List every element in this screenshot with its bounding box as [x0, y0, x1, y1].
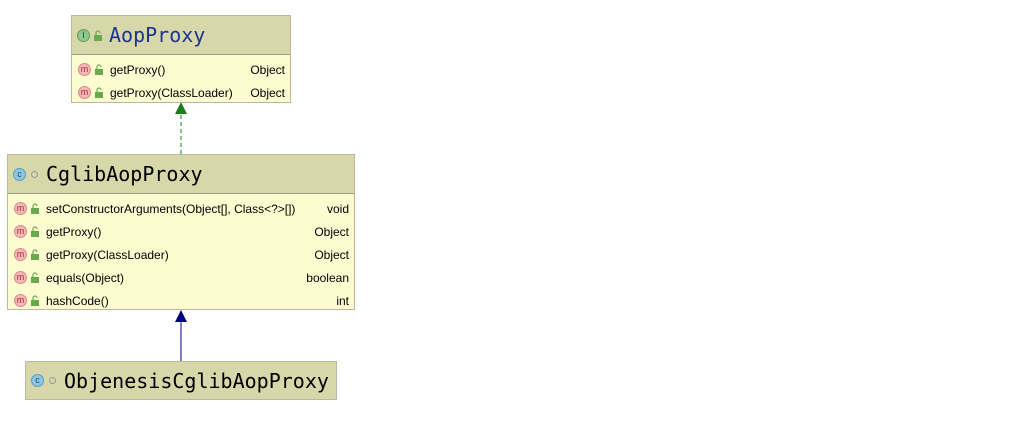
unlock-icon — [31, 226, 39, 237]
method-row[interactable]: m getProxy(ClassLoader) Object — [8, 243, 354, 266]
package-visibility-icon — [31, 170, 38, 178]
objenesis-cglib-aop-proxy-class-box[interactable]: c ObjenesisCglibAopProxy — [25, 361, 337, 400]
cglib-aop-proxy-methods: m setConstructorArguments(Object[], Clas… — [8, 193, 354, 315]
method-name: hashCode() — [46, 293, 109, 308]
method-name: getProxy(ClassLoader) — [110, 85, 233, 100]
method-row[interactable]: m getProxy(ClassLoader) Object — [72, 81, 290, 104]
method-return-type: boolean — [306, 270, 349, 285]
cglib-aop-proxy-header: c CglibAopProxy — [8, 155, 354, 193]
method-icon: m — [14, 248, 27, 261]
class-icon: c — [31, 374, 44, 387]
method-return-type: Object — [250, 85, 285, 100]
unlock-icon — [31, 249, 39, 260]
package-visibility-icon — [49, 377, 56, 384]
method-icon: m — [78, 63, 91, 76]
method-row[interactable]: m getProxy() Object — [72, 58, 290, 81]
method-return-type: Object — [314, 224, 349, 239]
method-return-type: void — [326, 201, 349, 216]
aop-proxy-methods: m getProxy() Object m getProxy(ClassLoad… — [72, 54, 290, 107]
method-row[interactable]: m equals(Object) boolean — [8, 266, 354, 289]
method-name: setConstructorArguments(Object[], Class<… — [46, 201, 296, 216]
method-name: equals(Object) — [46, 270, 125, 285]
unlock-icon — [31, 272, 39, 283]
method-icon: m — [14, 271, 27, 284]
method-name: getProxy(ClassLoader) — [46, 247, 169, 262]
method-name: getProxy() — [46, 224, 102, 239]
aop-proxy-interface-box[interactable]: I AopProxy m getProxy() Object m getProx… — [71, 15, 291, 103]
method-row[interactable]: m setConstructorArguments(Object[], Clas… — [8, 197, 354, 220]
unlock-icon — [94, 29, 102, 41]
class-icon: c — [13, 167, 26, 181]
method-icon: m — [14, 294, 27, 307]
method-name: getProxy() — [110, 62, 166, 77]
objenesis-cglib-aop-proxy-title: ObjenesisCglibAopProxy — [64, 368, 329, 393]
aop-proxy-header: I AopProxy — [72, 16, 290, 54]
extends-arrowhead — [175, 310, 187, 322]
aop-proxy-title: AopProxy — [109, 23, 206, 47]
objenesis-cglib-aop-proxy-header: c ObjenesisCglibAopProxy — [26, 362, 336, 399]
method-return-type: Object — [250, 62, 285, 77]
method-icon: m — [78, 86, 91, 99]
unlock-icon — [31, 203, 39, 214]
unlock-icon — [31, 295, 39, 306]
method-return-type: int — [336, 293, 349, 308]
cglib-aop-proxy-title: CglibAopProxy — [46, 162, 203, 186]
method-row[interactable]: m hashCode() int — [8, 289, 354, 312]
method-icon: m — [14, 225, 27, 238]
method-icon: m — [14, 202, 27, 215]
cglib-aop-proxy-class-box[interactable]: c CglibAopProxy m setConstructorArgument… — [7, 154, 355, 310]
interface-icon: I — [77, 28, 90, 42]
implements-arrowhead — [175, 102, 187, 114]
unlock-icon — [95, 87, 103, 98]
unlock-icon — [95, 64, 103, 75]
method-return-type: Object — [314, 247, 349, 262]
method-row[interactable]: m getProxy() Object — [8, 220, 354, 243]
